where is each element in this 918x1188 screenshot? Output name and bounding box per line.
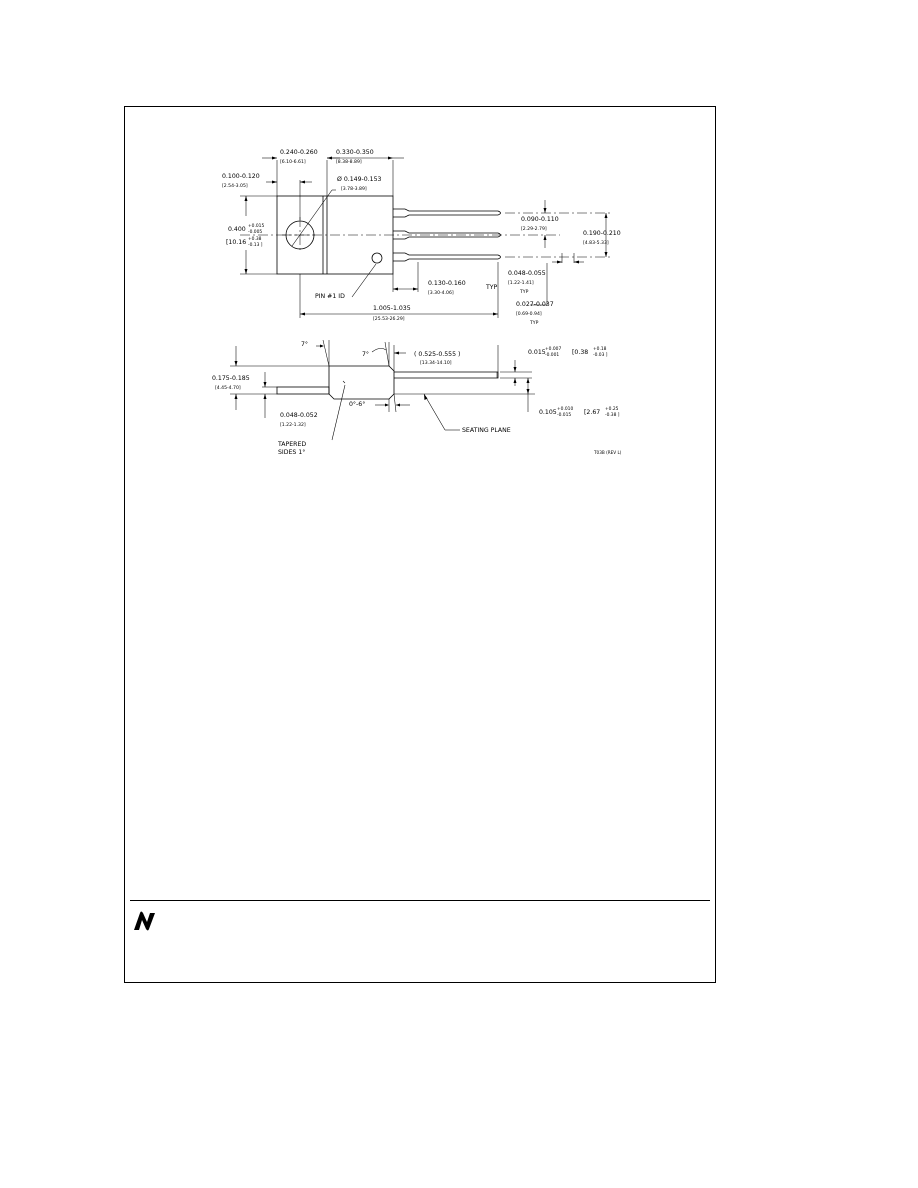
svg-text:-0.015: -0.015 — [557, 412, 571, 418]
dim-lead-thickness-in: 0.027-0.037 — [516, 301, 554, 308]
dim-lead-thk-mm: [0.38 — [572, 349, 588, 356]
dim-lead-length-mm: [13.34-14.10] — [420, 360, 452, 366]
drawing-revision: T03B (REV L) — [593, 450, 622, 455]
svg-text:+0.18: +0.18 — [593, 346, 607, 352]
top-view: 0.240-0.260 [6.10-6.61] 0.330-0.350 [8.3… — [222, 149, 621, 326]
seating-plane-label: SEATING PLANE — [462, 427, 511, 434]
svg-text:+0.25: +0.25 — [605, 406, 619, 412]
dim-shoulder-mm: [3.30-4.06] — [428, 290, 454, 296]
dim-height-in: 0.400 — [228, 226, 246, 233]
tapered-sides-label: SIDES 1° — [278, 448, 305, 456]
dim-height-mm: [10.16 — [226, 239, 246, 246]
dim-tab-in: 0.100-0.120 — [222, 173, 260, 180]
tapered-label: TAPERED — [277, 441, 306, 448]
dim-lead-width-in: 0.048-0.055 — [508, 270, 546, 277]
side-lead — [394, 371, 499, 379]
angle-bottom: 0°-6° — [349, 400, 365, 408]
dim-lead-thickness-mm: [0.69-0.94] — [516, 311, 542, 317]
dim-hole-mm: [3.78-3.89] — [341, 186, 367, 192]
national-semiconductor-logo-icon — [134, 911, 155, 931]
angle-left: 7° — [301, 340, 308, 348]
dim-length-mm: [25.53-26.29] — [373, 316, 405, 322]
dim-length-in: 1.005-1.035 — [373, 305, 411, 312]
dim-hole-in: Ø 0.149-0.153 — [337, 175, 382, 183]
dim-lead-width-mm: [1.22-1.41] — [508, 280, 534, 286]
svg-text:TYP: TYP — [519, 289, 529, 295]
dim-body-height-in: 0.175-0.185 — [212, 375, 250, 382]
dim-pitch-in: 0.090-0.110 — [521, 216, 559, 223]
svg-text:-0.001: -0.001 — [545, 352, 559, 358]
footer-divider — [130, 900, 710, 901]
side-body-outline — [328, 365, 395, 400]
dim-tab-thickness-in: 0.048-0.052 — [280, 412, 318, 419]
svg-text:+0.38: +0.38 — [248, 236, 262, 242]
dim-overall-width-in: 0.240-0.260 — [280, 149, 318, 156]
svg-text:TYP: TYP — [485, 284, 498, 291]
page-frame — [124, 106, 716, 983]
side-view: 7° 7° ( 0.525-0.555 ) [13.34-14.10] 0.01… — [212, 339, 622, 456]
dim-pitch-mm: [2.29-2.79] — [521, 226, 547, 232]
tab-flange — [276, 386, 330, 395]
dim-tab-mm: [2.54-3.05] — [222, 183, 248, 189]
svg-text:+0.007: +0.007 — [545, 346, 561, 352]
dim-span-mm: [4.83-5.33] — [583, 240, 609, 246]
pin1-label: PIN #1 ID — [315, 293, 345, 300]
svg-text:-0.38 ]: -0.38 ] — [605, 412, 620, 418]
dim-shoulder-in: 0.130-0.160 — [428, 280, 466, 287]
svg-text:-0.005: -0.005 — [248, 229, 262, 235]
dim-overall-width-mm: [6.10-6.61] — [280, 159, 306, 165]
svg-text:-0.03 ]: -0.03 ] — [593, 352, 608, 358]
dim-tab-thickness-mm: [1.22-1.32] — [280, 422, 306, 428]
svg-text:+0.010: +0.010 — [557, 406, 573, 412]
dim-standoff-mm: [2.67 — [584, 409, 600, 416]
dim-lead-length-in: ( 0.525-0.555 ) — [414, 351, 460, 358]
svg-text:TYP: TYP — [529, 320, 539, 326]
dim-span-in: 0.190-0.210 — [583, 230, 621, 237]
dim-body-mm: [8.38-8.89] — [336, 159, 362, 165]
dim-standoff-in: 0.105 — [539, 409, 557, 416]
svg-text:-0.13 ]: -0.13 ] — [248, 242, 263, 248]
dim-body-height-mm: [4.45-4.70] — [215, 385, 241, 391]
svg-text:+0.015: +0.015 — [248, 223, 264, 229]
pin1-marker — [371, 252, 383, 264]
dim-body-in: 0.330-0.350 — [336, 149, 374, 156]
angle-right: 7° — [362, 350, 369, 358]
dim-lead-thk-in: 0.015 — [528, 349, 546, 356]
